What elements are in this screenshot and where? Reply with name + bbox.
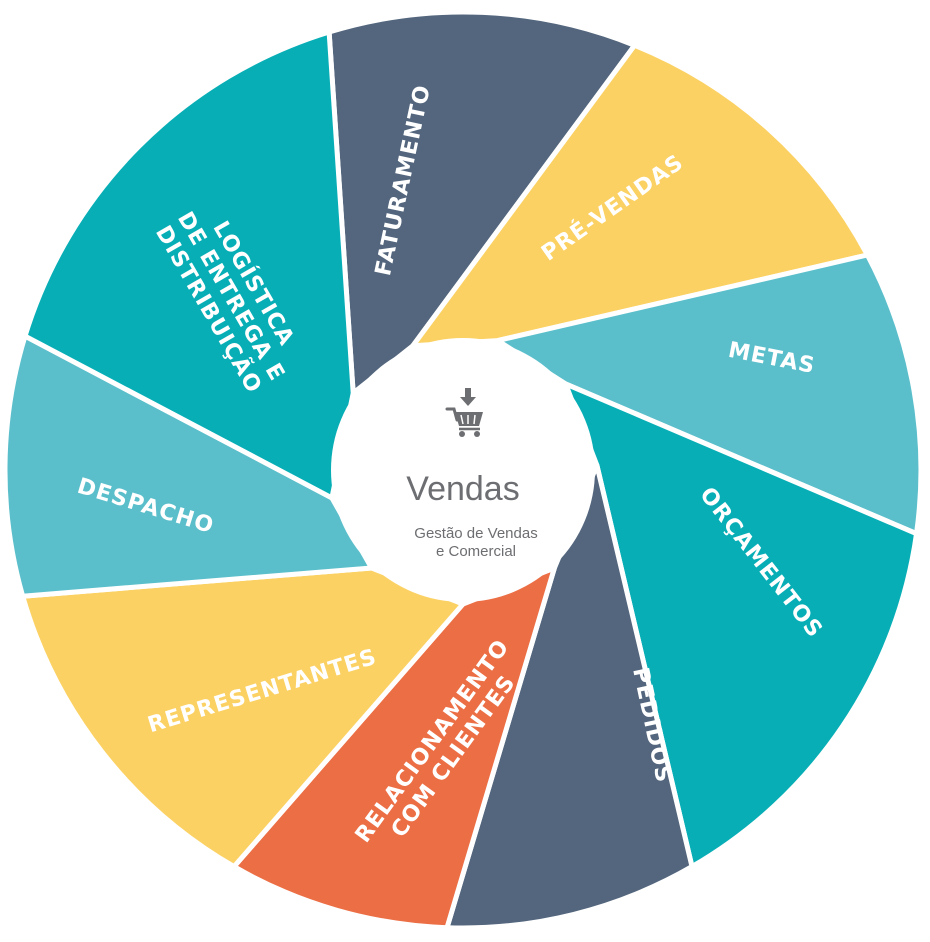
segment-faturamento	[326, 9, 638, 396]
segment-representantes	[20, 565, 466, 870]
segment-pedidos	[444, 462, 695, 931]
center-hub: Vendas Gestão de Vendas e Comercial	[331, 338, 595, 602]
segment-logistica	[22, 29, 356, 501]
center-circle	[331, 338, 595, 602]
segment-orcamentos	[563, 381, 919, 870]
center-subtitle-line-2: e Comercial	[436, 543, 516, 560]
center-subtitle-line-1: Gestão de Vendas	[414, 525, 537, 542]
segments-layer	[2, 9, 924, 931]
shopping-cart-download-icon	[445, 388, 483, 437]
segment-despacho	[2, 333, 375, 599]
center-title: Vendas	[406, 470, 519, 508]
segment-metas	[495, 252, 924, 537]
segment-pre-vendas	[410, 42, 870, 349]
